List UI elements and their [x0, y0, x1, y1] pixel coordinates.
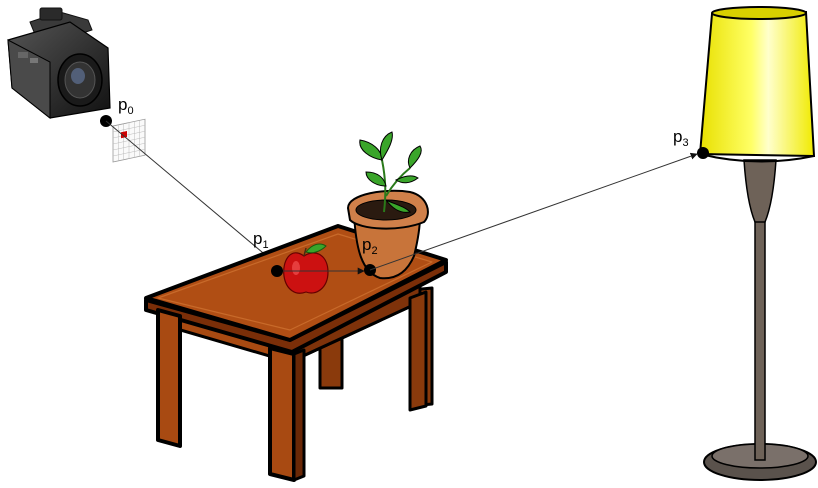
- video-camera-icon: [7, 7, 111, 120]
- floor-lamp-icon: [698, 6, 817, 481]
- ray-p2-p3: [369, 152, 698, 271]
- point-p3-marker: [697, 147, 709, 159]
- plant-pot-icon: [346, 131, 429, 280]
- ray-p0-p1: [105, 120, 282, 269]
- label-p0: p0: [118, 95, 134, 117]
- label-p3: p3: [673, 127, 689, 149]
- label-p2: p2: [362, 235, 378, 257]
- label-p1: p1: [253, 229, 269, 251]
- point-p1-marker: [271, 265, 283, 277]
